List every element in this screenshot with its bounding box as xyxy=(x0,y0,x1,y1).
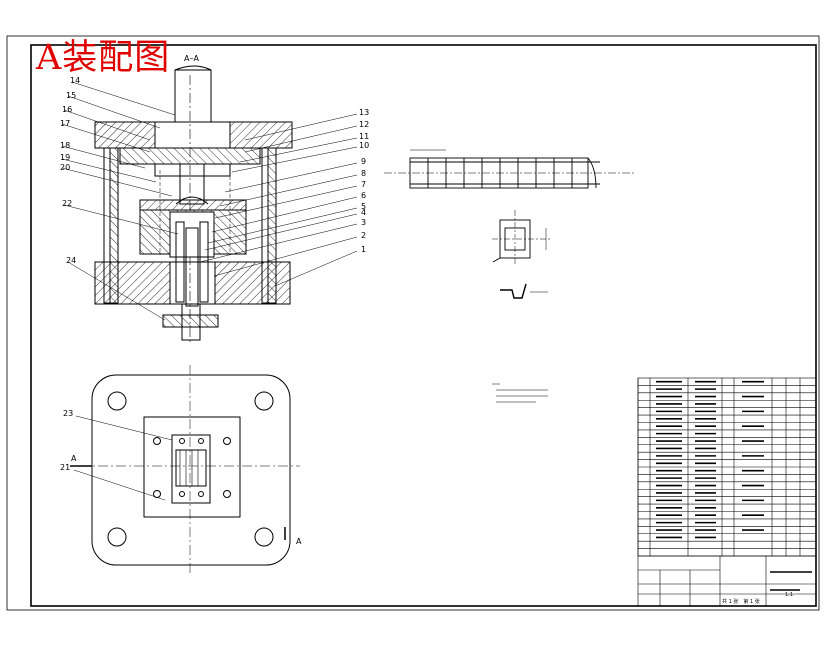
callout-17: 17 xyxy=(60,119,70,128)
ejector-plate xyxy=(162,314,219,328)
table-line xyxy=(637,555,817,607)
upper-plate-right xyxy=(229,121,293,149)
view-mark-a-left: A xyxy=(71,454,77,463)
punch-holder xyxy=(119,147,261,165)
part-detail xyxy=(492,210,552,299)
callout-21: 21 xyxy=(60,463,70,472)
upper-plate-left xyxy=(94,121,156,149)
leaders-left xyxy=(61,81,179,321)
lower-plate-right xyxy=(214,261,291,305)
callout-22: 22 xyxy=(62,199,72,208)
callout-12: 12 xyxy=(359,120,369,129)
shank xyxy=(174,69,212,123)
plan-view xyxy=(70,365,300,575)
callout-20: 20 xyxy=(60,163,70,172)
outer-border xyxy=(6,35,820,611)
callout-24: 24 xyxy=(66,256,76,265)
section-label: A–A xyxy=(184,54,199,63)
callout-6: 6 xyxy=(361,191,366,200)
callout-9: 9 xyxy=(361,157,366,166)
callout-18: 18 xyxy=(60,141,70,150)
callout-1: 1 xyxy=(361,245,366,254)
technical-notes xyxy=(492,383,548,403)
strip-layout xyxy=(384,149,636,189)
lower-plate-left xyxy=(94,261,171,305)
callout-7: 7 xyxy=(361,180,366,189)
callout-16: 16 xyxy=(62,105,72,114)
die-block xyxy=(143,416,241,518)
title-block-sheet: 共 1 张 第 1 张 xyxy=(722,598,760,605)
callout-11: 11 xyxy=(359,132,369,141)
base-plate xyxy=(91,374,291,566)
section-view xyxy=(94,65,293,345)
callout-13: 13 xyxy=(359,108,369,117)
callout-5: 5 xyxy=(361,202,366,211)
leaders-right xyxy=(199,113,358,287)
callout-8: 8 xyxy=(361,169,366,178)
callout-3: 3 xyxy=(361,218,366,227)
leaders-plan xyxy=(73,415,173,501)
callout-10: 10 xyxy=(359,141,369,150)
callout-19: 19 xyxy=(60,153,70,162)
title-stamp: A装配图 xyxy=(36,38,171,78)
callout-14: 14 xyxy=(70,76,80,85)
callout-15: 15 xyxy=(66,91,76,100)
callout-4: 4 xyxy=(361,208,366,217)
callout-2: 2 xyxy=(361,231,366,240)
view-mark-a-right: A xyxy=(296,537,302,546)
callout-23: 23 xyxy=(63,409,73,418)
inner-border xyxy=(30,44,817,607)
parts-list-table xyxy=(637,377,817,607)
title-block-scale: 1:1 xyxy=(785,592,793,598)
punch xyxy=(179,163,205,205)
